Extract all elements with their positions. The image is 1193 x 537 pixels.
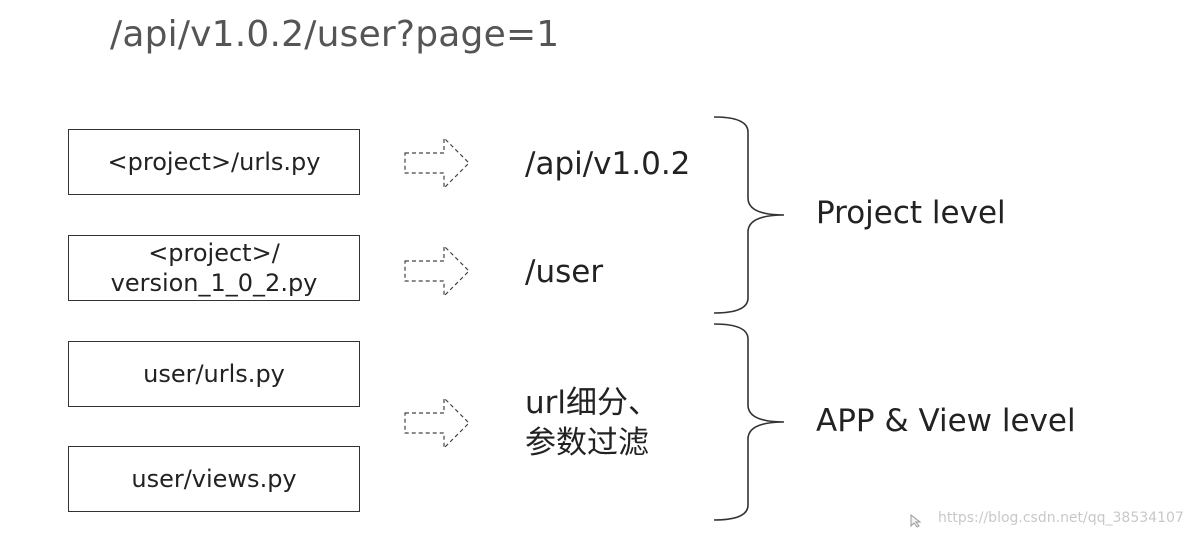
dashed-arrow-icon bbox=[404, 136, 470, 190]
watermark: https://blog.csdn.net/qq_38534107 bbox=[938, 510, 1184, 526]
curly-brace-icon bbox=[713, 323, 785, 521]
project-urls-box: <project>/urls.py bbox=[68, 129, 360, 195]
user-prefix-label: /user bbox=[525, 254, 604, 290]
project-urls-label: <project>/urls.py bbox=[107, 148, 321, 176]
detail-label-line1: url细分、 bbox=[525, 385, 660, 421]
app-view-level-label: APP & View level bbox=[816, 403, 1076, 439]
dashed-arrow-icon bbox=[404, 396, 470, 450]
curly-brace-icon bbox=[713, 116, 785, 314]
user-urls-box: user/urls.py bbox=[68, 341, 360, 407]
url-title: /api/v1.0.2/user?page=1 bbox=[110, 14, 560, 55]
version-label-line2: version_1_0_2.py bbox=[110, 269, 318, 297]
detail-label-line2: 参数过滤 bbox=[525, 425, 649, 461]
version-label-line1: <project>/ bbox=[148, 239, 280, 267]
version-box: <project>/ version_1_0_2.py bbox=[68, 235, 360, 301]
user-urls-label: user/urls.py bbox=[143, 360, 285, 388]
user-views-box: user/views.py bbox=[68, 446, 360, 512]
cursor-icon bbox=[910, 514, 922, 528]
detail-label: url细分、 参数过滤 bbox=[525, 383, 659, 463]
user-views-label: user/views.py bbox=[131, 465, 297, 493]
project-level-label: Project level bbox=[816, 195, 1006, 231]
api-prefix-label: /api/v1.0.2 bbox=[525, 146, 691, 182]
dashed-arrow-icon bbox=[404, 244, 470, 298]
